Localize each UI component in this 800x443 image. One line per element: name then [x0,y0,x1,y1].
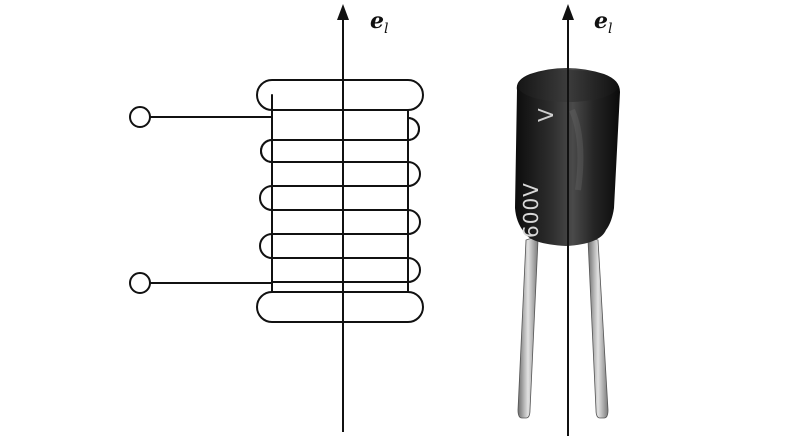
left-axis-label: el [370,10,388,36]
terminal-bottom [129,272,151,294]
left-axis-arrowhead [337,4,349,20]
inductor-marking: 600V [519,182,543,238]
right-axis [562,4,574,436]
coil-loop-left-1 [260,139,273,163]
inductor-marking-top: V [534,107,558,122]
lead-right [587,237,609,419]
coil-loop-right-2 [407,161,421,187]
coil-loop-left-3 [259,233,273,259]
coil-schematic [129,79,424,323]
coil-loop-right-4 [407,257,421,283]
right-axis-arrowhead [562,4,574,20]
left-axis-subscript: l [384,21,389,37]
lead-left [517,237,539,419]
inductor-photo: 600V V [515,68,620,419]
coil-loop-right-1 [407,117,420,141]
left-axis-symbol: e [370,8,384,34]
coil-winding [256,79,424,163]
right-axis-subscript: l [608,21,613,37]
coil-loop-left-2 [259,185,273,211]
right-axis-symbol: e [594,8,608,34]
coil-loop-bottom [256,291,424,323]
right-axis-label: el [594,10,612,36]
left-axis [337,4,349,432]
coil-loop-right-3 [407,209,421,235]
terminal-top [129,106,151,128]
